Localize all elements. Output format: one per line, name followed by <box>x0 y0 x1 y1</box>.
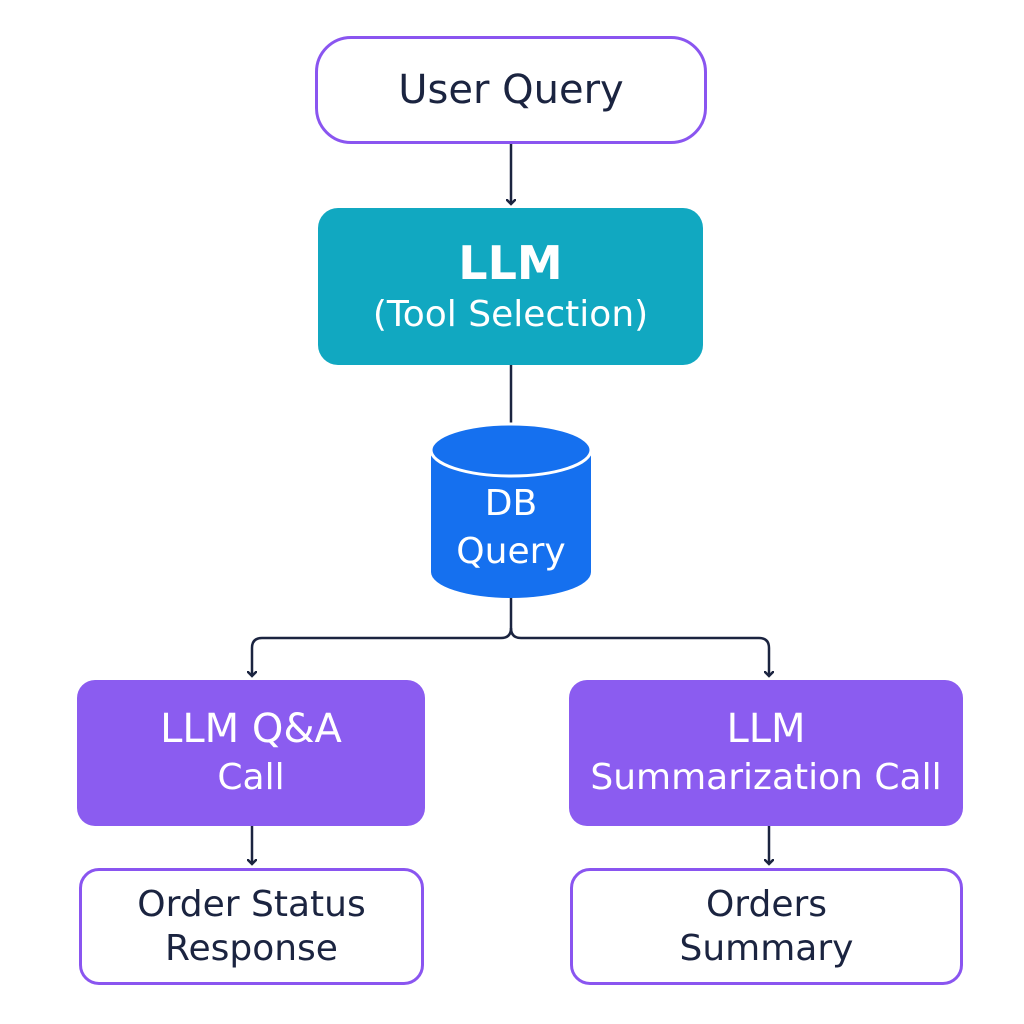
llm-tool-title: LLM <box>458 235 563 290</box>
db-query-line2: Query <box>456 531 566 572</box>
db-query-line1: DB <box>484 483 538 524</box>
user-query-node: User Query <box>315 36 707 144</box>
db-cylinder-icon <box>429 422 593 598</box>
order-status-line1: Order Status <box>137 883 366 925</box>
llm-qa-call-node: LLM Q&A Call <box>77 680 425 826</box>
llm-summarization-title: LLM <box>726 706 806 752</box>
db-query-node: DB Query <box>430 480 592 576</box>
orders-summary-line2: Summary <box>679 927 854 969</box>
order-status-response-node: Order Status Response <box>79 868 424 985</box>
llm-summarization-call-node: LLM Summarization Call <box>569 680 963 826</box>
llm-tool-selection-node: LLM (Tool Selection) <box>318 208 703 365</box>
connector-db-to-summarization <box>509 627 769 676</box>
orders-summary-line1: Orders <box>705 883 828 925</box>
order-status-line2: Response <box>165 927 338 969</box>
llm-qa-title: LLM Q&A <box>160 706 342 752</box>
connector-db-to-qa <box>252 598 513 676</box>
llm-summarization-subtitle: Summarization Call <box>590 757 942 798</box>
llm-tool-subtitle: (Tool Selection) <box>372 293 649 335</box>
orders-summary-node: Orders Summary <box>570 868 963 985</box>
user-query-label: User Query <box>398 67 624 113</box>
llm-qa-subtitle: Call <box>217 757 285 798</box>
